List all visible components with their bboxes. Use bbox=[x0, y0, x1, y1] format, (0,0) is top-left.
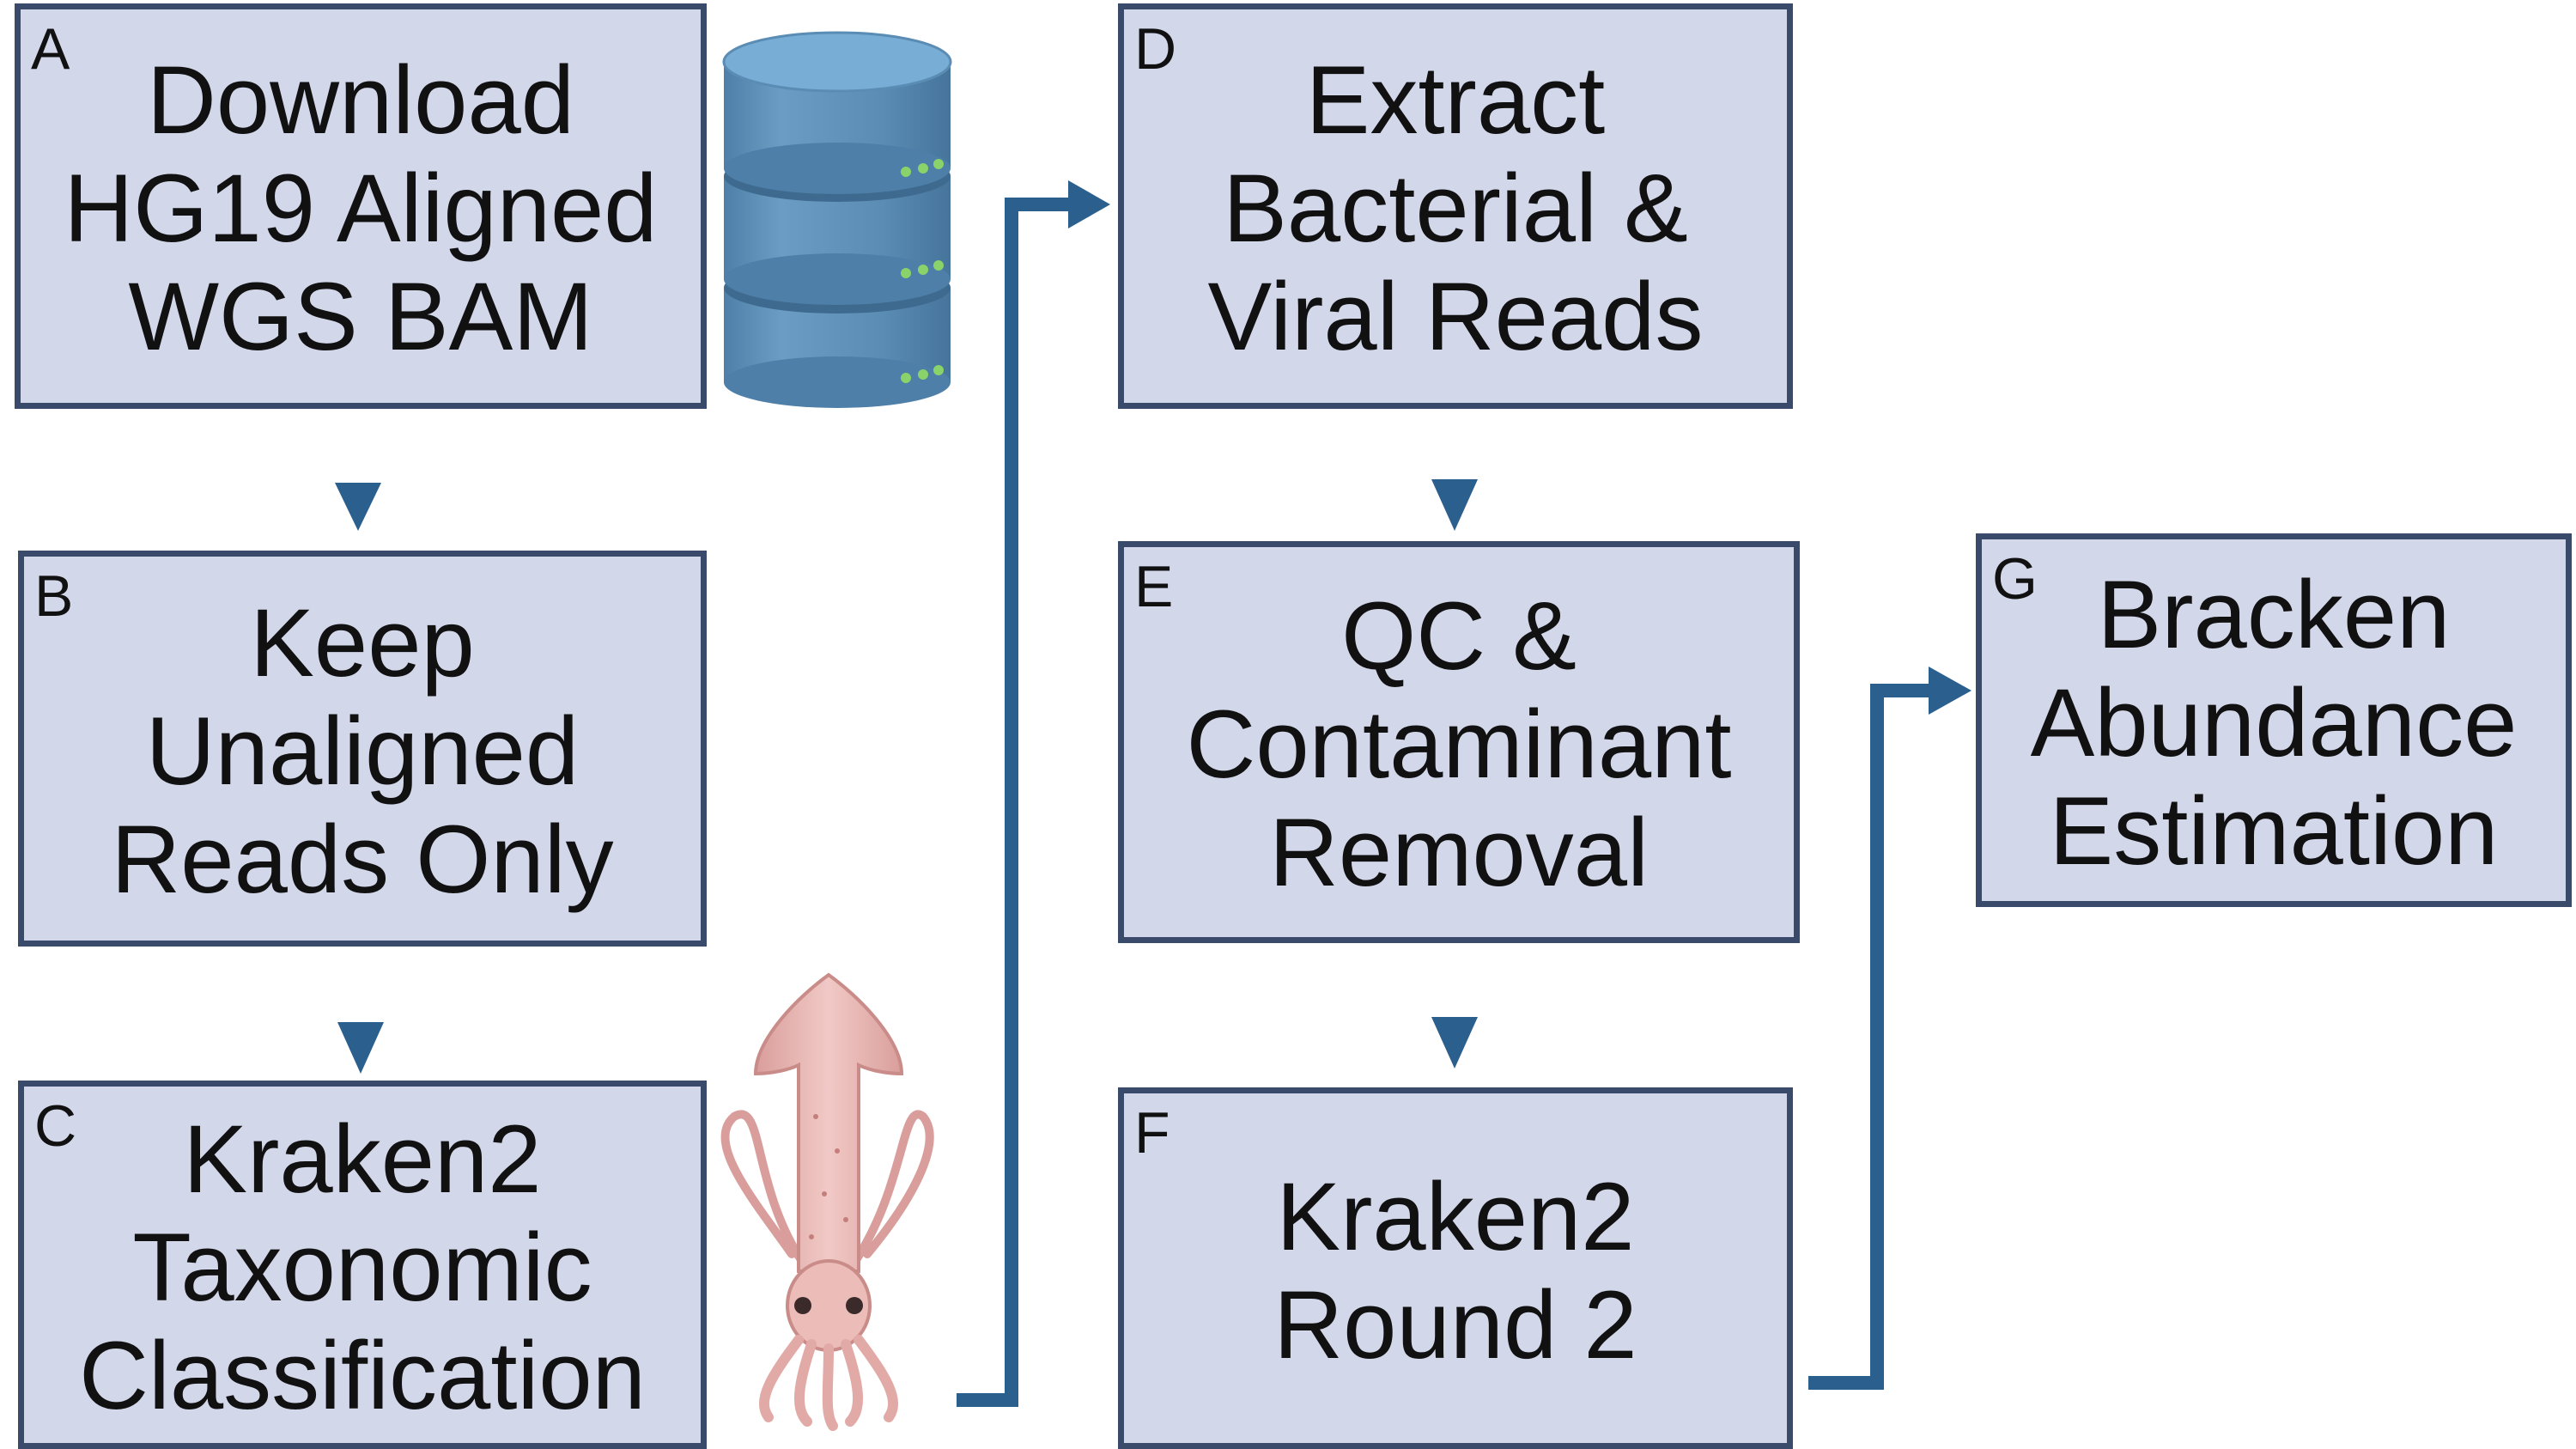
step-e-letter: E bbox=[1134, 554, 1174, 619]
arrow-d-to-e bbox=[1431, 416, 1478, 531]
step-e-box: E QC & Contaminant Removal bbox=[1118, 541, 1800, 943]
step-f-box: F Kraken2 Round 2 bbox=[1118, 1087, 1793, 1449]
step-b-label: Keep Unaligned Reads Only bbox=[111, 588, 614, 913]
arrow-e-to-f bbox=[1431, 957, 1478, 1068]
arrow-b-to-c bbox=[337, 952, 384, 1074]
arrow-f-to-g bbox=[1808, 667, 1971, 1390]
step-a-label: Download HG19 Aligned WGS BAM bbox=[64, 46, 658, 370]
step-c-label: Kraken2 Taxonomic Classification bbox=[79, 1105, 646, 1429]
database-icon bbox=[722, 31, 952, 408]
step-b-letter: B bbox=[34, 563, 74, 629]
step-g-box: G Bracken Abundance Estimation bbox=[1976, 533, 2572, 907]
step-c-box: C Kraken2 Taxonomic Classification bbox=[18, 1081, 707, 1449]
step-d-letter: D bbox=[1134, 16, 1177, 82]
step-g-label: Bracken Abundance Estimation bbox=[2030, 560, 2518, 885]
step-b-box: B Keep Unaligned Reads Only bbox=[18, 551, 707, 947]
step-e-label: QC & Contaminant Removal bbox=[1186, 582, 1732, 906]
squid-icon bbox=[720, 972, 934, 1431]
step-g-letter: G bbox=[1992, 546, 2038, 612]
arrow-c-to-d bbox=[957, 180, 1110, 1407]
step-c-letter: C bbox=[34, 1093, 77, 1159]
step-d-label: Extract Bacterial & Viral Reads bbox=[1207, 46, 1704, 370]
step-a-letter: A bbox=[31, 16, 70, 82]
step-a-box: A Download HG19 Aligned WGS BAM bbox=[15, 3, 707, 409]
arrow-a-to-b bbox=[335, 417, 381, 531]
step-f-letter: F bbox=[1134, 1100, 1170, 1166]
step-f-label: Kraken2 Round 2 bbox=[1273, 1162, 1637, 1379]
step-d-box: D Extract Bacterial & Viral Reads bbox=[1118, 3, 1793, 409]
